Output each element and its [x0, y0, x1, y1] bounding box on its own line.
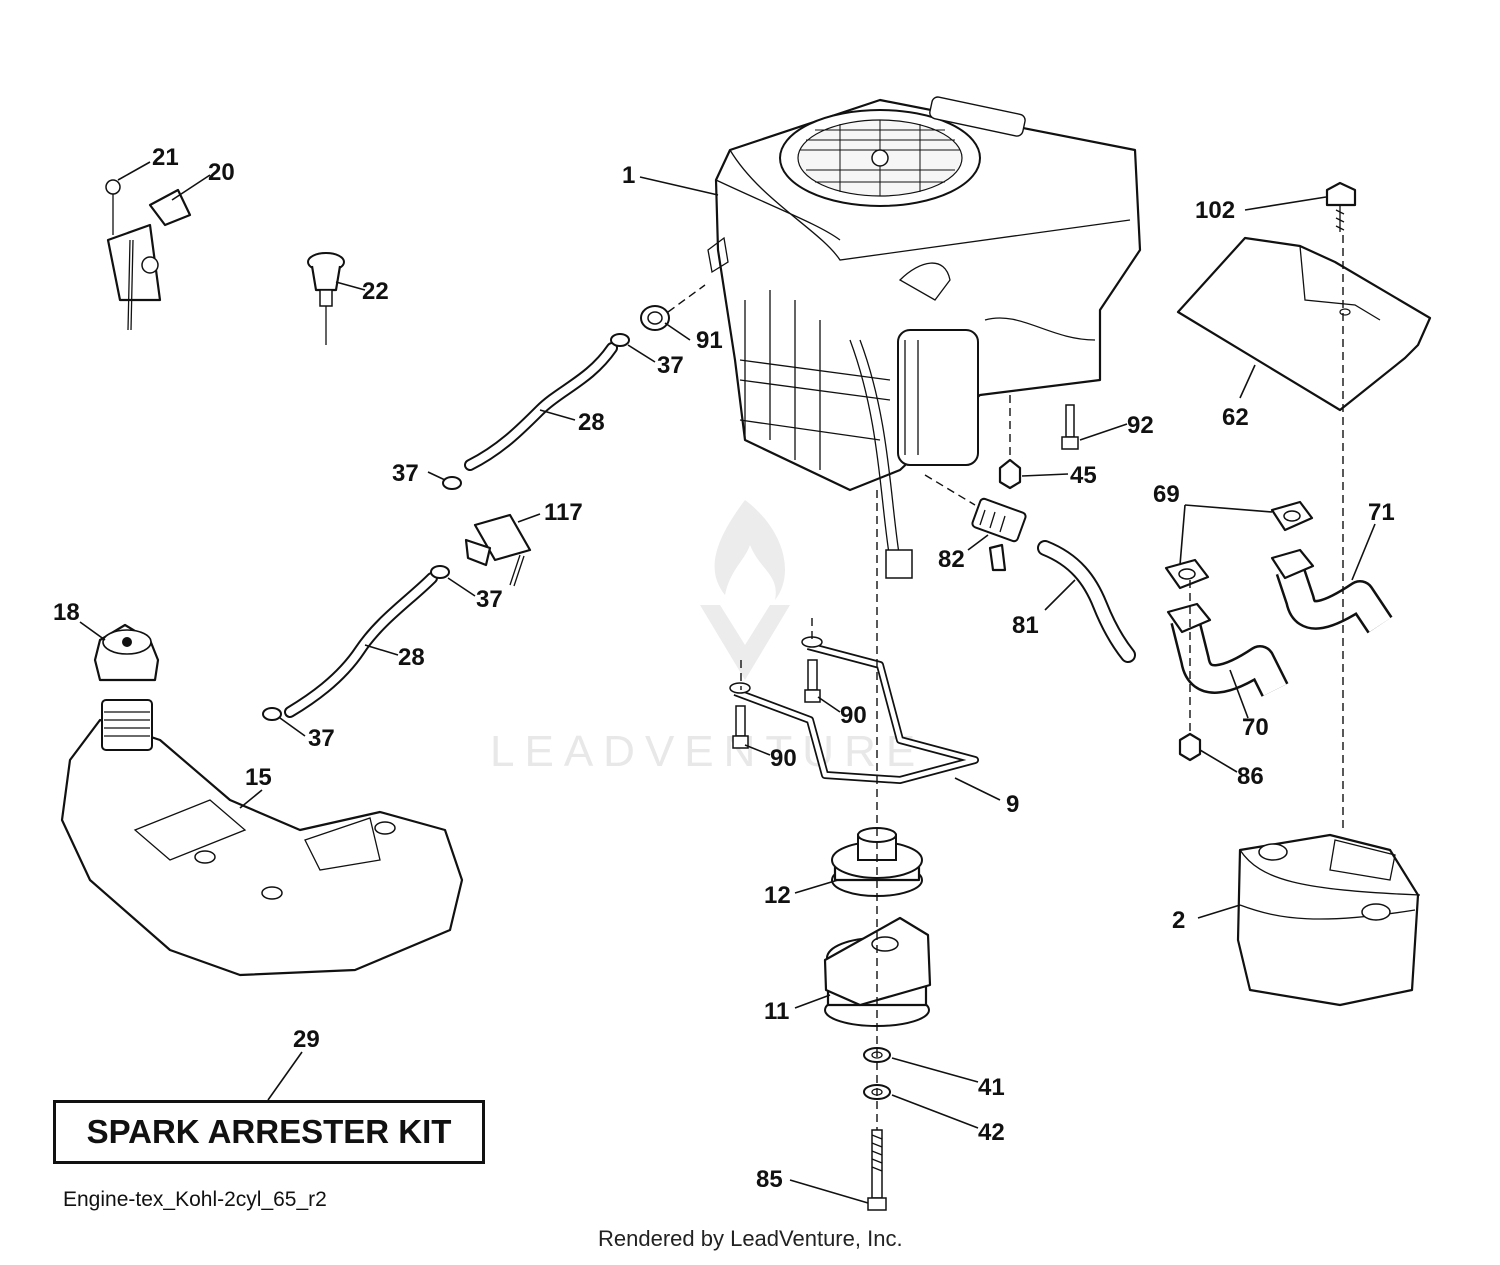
callout-45: 45	[1070, 462, 1097, 489]
callout-11: 11	[764, 998, 789, 1025]
callout-37: 37	[392, 460, 419, 487]
callout-labels: 1 2 9 11 12 15 18 20 21 22 28 28 29 37 3…	[53, 144, 1395, 1193]
callout-91: 91	[696, 327, 723, 354]
callout-15: 15	[245, 764, 272, 791]
callout-42: 42	[978, 1119, 1005, 1146]
callout-82: 82	[938, 546, 965, 573]
callout-37: 37	[308, 725, 335, 752]
exhaust-gasket-part	[1164, 500, 1314, 590]
callout-85: 85	[756, 1166, 783, 1193]
callout-9: 9	[1006, 791, 1019, 818]
nut-part	[1178, 732, 1202, 762]
callout-90: 90	[840, 702, 867, 729]
rendered-by-credit: Rendered by LeadVenture, Inc.	[598, 1226, 903, 1251]
fuel-hose-part	[284, 342, 618, 718]
callout-2: 2	[1172, 907, 1185, 934]
callout-29: 29	[293, 1026, 320, 1053]
callout-22: 22	[362, 278, 389, 305]
callout-12: 12	[764, 882, 791, 909]
throttle-control-part	[105, 179, 192, 331]
spark-arrester-kit-label: SPARK ARRESTER KIT	[86, 1113, 452, 1150]
callout-102: 102	[1195, 197, 1235, 224]
hose-part	[1037, 540, 1136, 663]
callout-37: 37	[476, 586, 503, 613]
fuel-tank-part	[60, 699, 464, 977]
watermark-text: LEADVENTURE	[490, 727, 925, 776]
callout-37: 37	[657, 352, 684, 379]
diagram-reference-code: Engine-tex_Kohl-2cyl_65_r2	[63, 1188, 327, 1211]
bolt-part	[867, 1129, 887, 1211]
callout-1: 1	[622, 162, 635, 189]
dipstick-part	[307, 252, 345, 345]
callout-86: 86	[1237, 763, 1264, 790]
callout-92: 92	[1127, 412, 1154, 439]
callout-28: 28	[578, 409, 605, 436]
fuel-fitting-part	[640, 305, 670, 331]
bolt-part	[1061, 404, 1079, 450]
screw-part	[732, 659, 821, 749]
callout-90: 90	[770, 745, 797, 772]
muffler-part	[1236, 833, 1421, 1007]
fuel-pump-part	[971, 497, 1027, 572]
callout-69: 69	[1153, 481, 1180, 508]
callout-70: 70	[1242, 714, 1269, 741]
fuel-cap-part	[93, 623, 160, 682]
heat-shield-part	[1176, 181, 1432, 412]
callout-117: 117	[544, 499, 583, 526]
alignment-lines	[667, 235, 1344, 1130]
bracket-part	[729, 636, 979, 784]
spark-arrester-kit-box: SPARK ARRESTER KIT	[53, 1100, 485, 1164]
engine-part	[707, 96, 1142, 579]
callout-28: 28	[398, 644, 425, 671]
callout-21: 21	[152, 144, 179, 171]
exhaust-pipe-part	[1166, 548, 1393, 697]
hose-clamp-part	[262, 333, 630, 721]
callout-62: 62	[1222, 404, 1249, 431]
callout-18: 18	[53, 599, 80, 626]
callout-81: 81	[1012, 612, 1039, 639]
fuel-shutoff-valve-part	[464, 513, 532, 587]
leader-lines	[79, 161, 1376, 1204]
callout-41: 41	[978, 1074, 1005, 1101]
watermark: LEADVENTURE	[490, 500, 925, 776]
callout-20: 20	[208, 159, 235, 186]
callout-71: 71	[1368, 499, 1395, 526]
nut-part	[998, 458, 1022, 490]
